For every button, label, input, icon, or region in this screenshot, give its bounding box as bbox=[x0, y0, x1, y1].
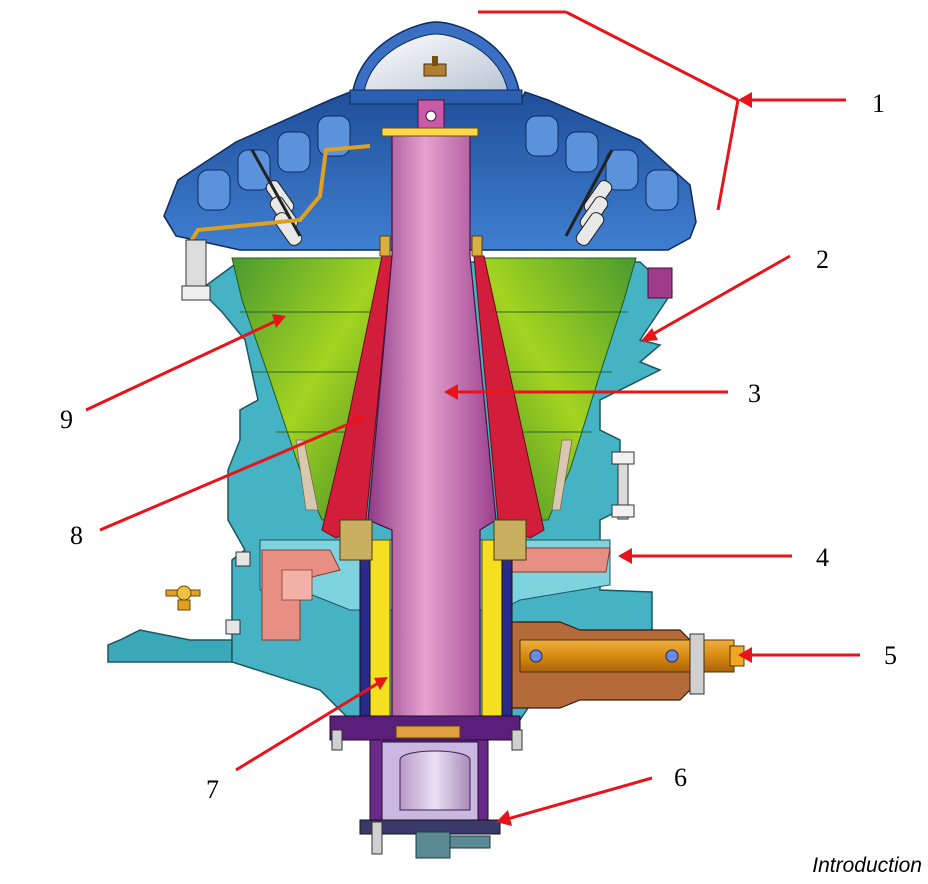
leader-2 bbox=[645, 254, 791, 340]
arrowhead-1 bbox=[738, 92, 752, 108]
callout-label-4: 4 bbox=[816, 543, 829, 572]
leader-7 bbox=[235, 680, 381, 772]
countershaft bbox=[511, 621, 745, 709]
callout-label-6: 6 bbox=[674, 763, 687, 792]
callout-label-5: 5 bbox=[884, 641, 897, 670]
hydraulic-cylinder bbox=[329, 715, 523, 859]
arrowhead-3 bbox=[444, 384, 458, 400]
callout-label-9: 9 bbox=[60, 405, 73, 434]
callout-arrowheads bbox=[272, 92, 752, 826]
leader-8 bbox=[99, 418, 359, 532]
leader-6 bbox=[503, 776, 653, 822]
leader-9 bbox=[85, 318, 279, 412]
callout-label-3: 3 bbox=[748, 379, 761, 408]
arrowhead-6 bbox=[496, 810, 512, 826]
arrowhead-2 bbox=[640, 328, 658, 342]
callout-label-1: 1 bbox=[872, 89, 885, 118]
arrowhead-5 bbox=[738, 647, 752, 663]
leader-1-arm-b bbox=[565, 10, 739, 102]
callout-label-2: 2 bbox=[816, 245, 829, 274]
figure-caption: Introduction bbox=[812, 854, 922, 877]
arrowhead-7 bbox=[374, 677, 388, 690]
eccentric-bushing bbox=[339, 519, 527, 717]
callout-labels: 1 2 3 4 5 6 7 8 9 bbox=[60, 89, 897, 804]
callout-label-7: 7 bbox=[206, 775, 219, 804]
callout-leaders bbox=[85, 10, 860, 822]
arrowhead-8 bbox=[352, 414, 366, 428]
leader-1-arm-c bbox=[716, 99, 740, 211]
dome-cap bbox=[349, 21, 523, 133]
callout-label-8: 8 bbox=[70, 521, 83, 550]
arrowhead-9 bbox=[272, 314, 286, 328]
arrowhead-4 bbox=[618, 548, 632, 564]
